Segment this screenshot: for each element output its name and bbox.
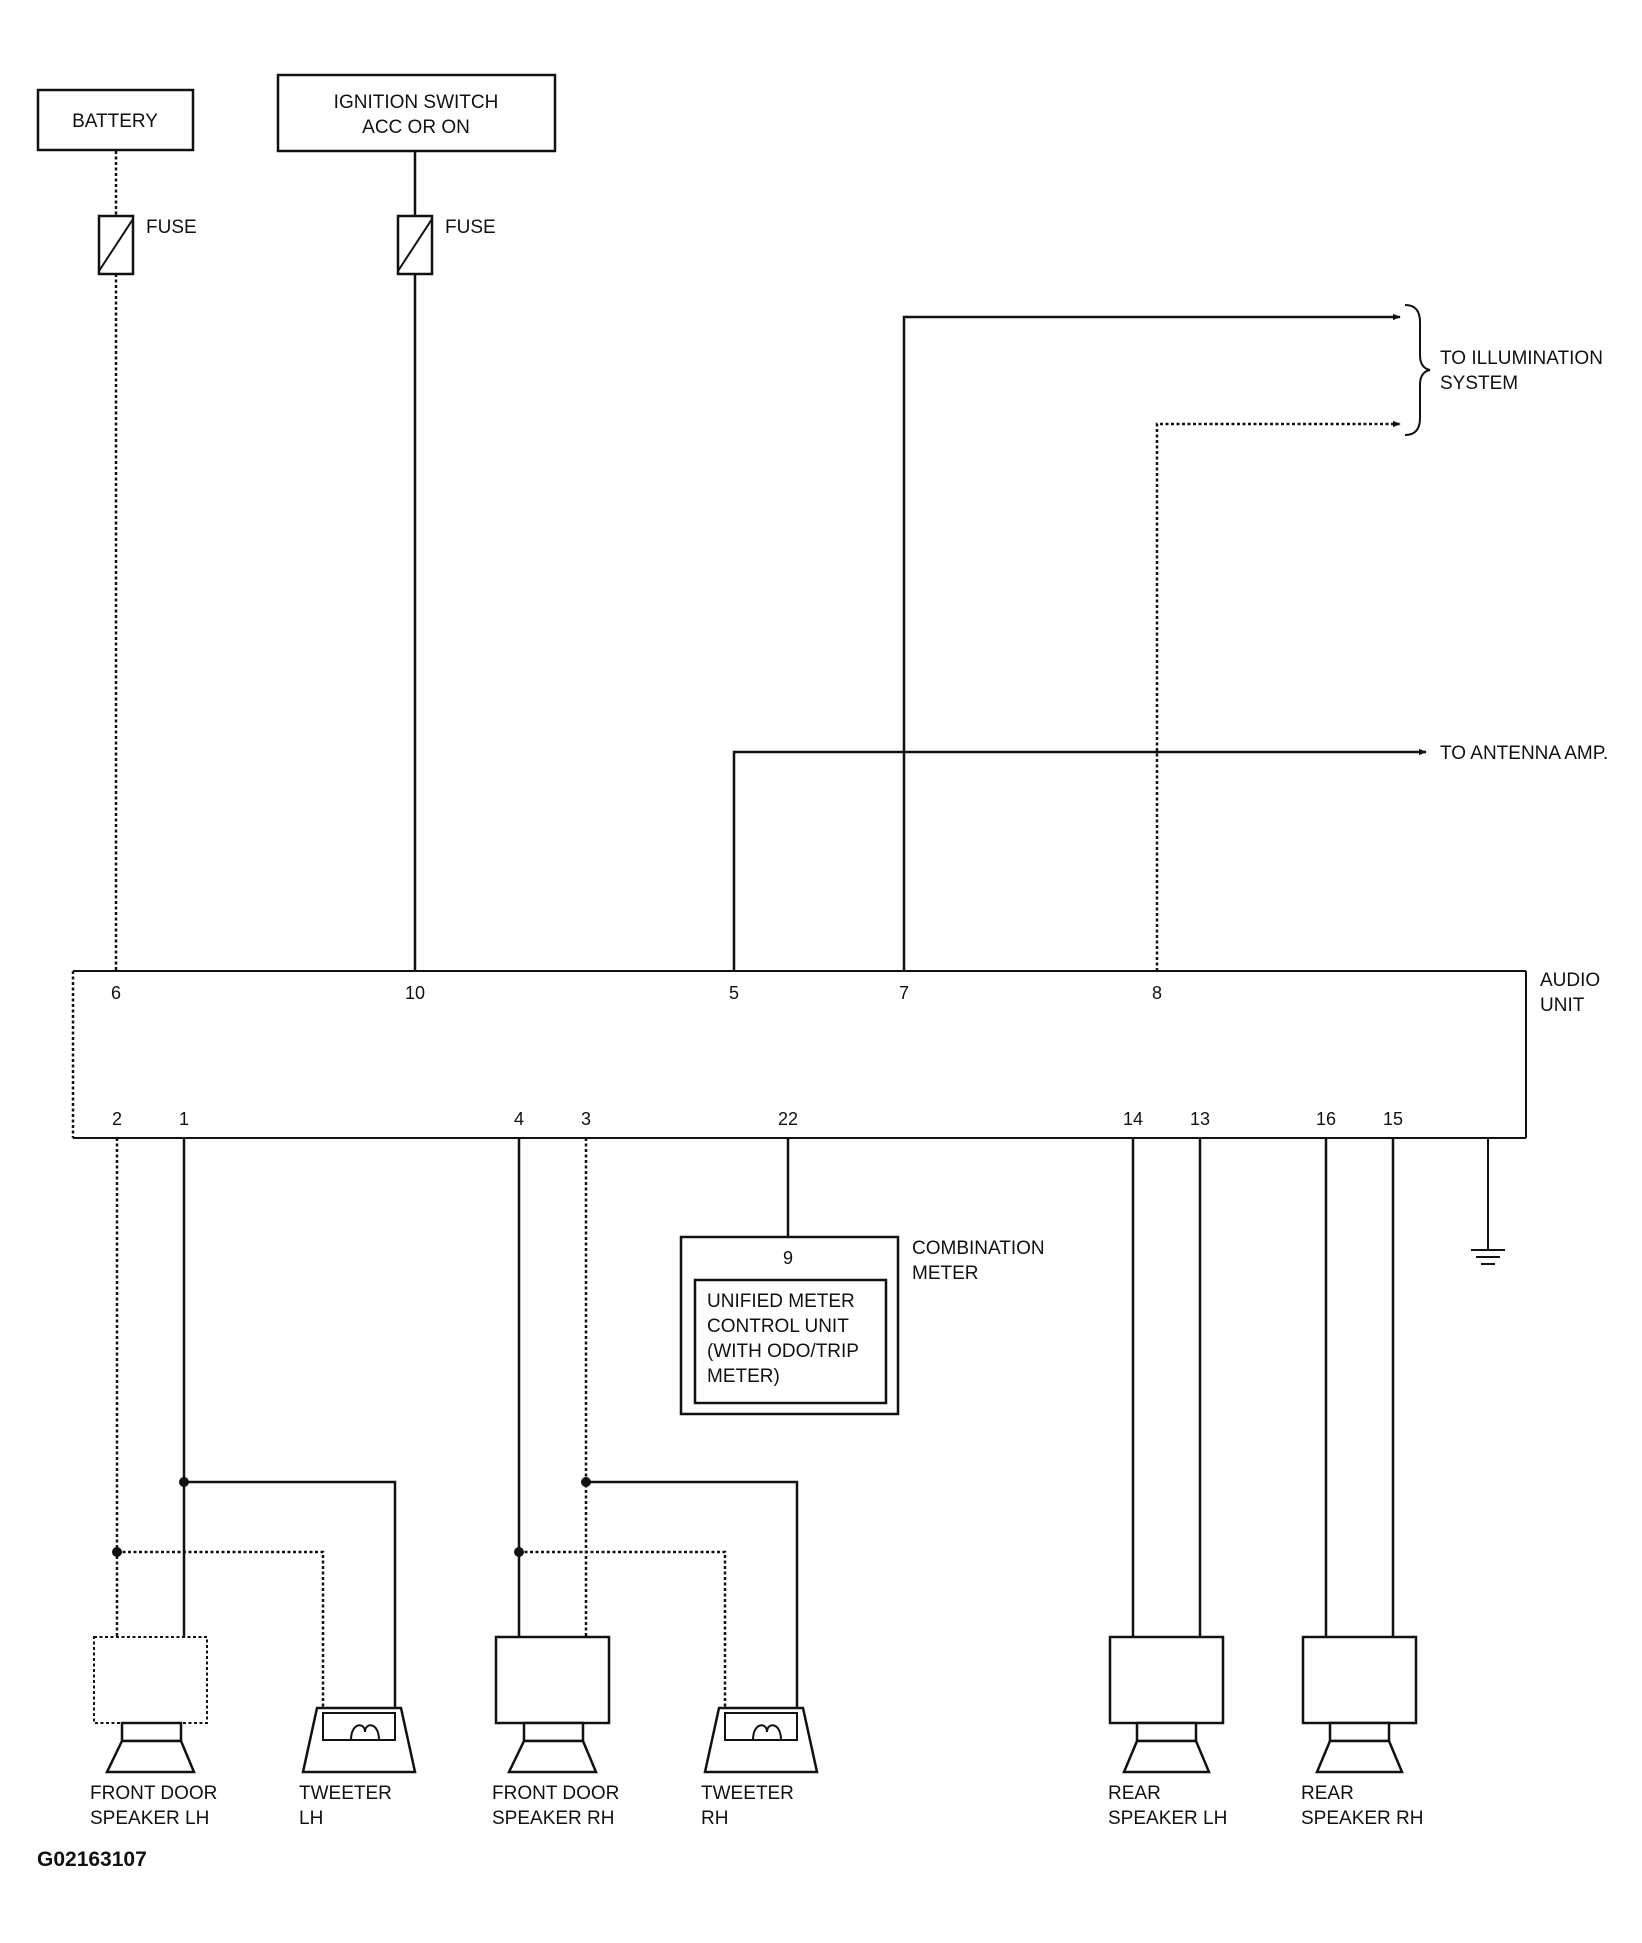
front-door-speaker-lh-label-2: SPEAKER LH	[90, 1808, 209, 1829]
pin-8: 8	[1152, 983, 1162, 1003]
tweeter-rh: TWEETER RH	[701, 1706, 819, 1829]
ground-symbol	[1471, 1138, 1505, 1265]
figure-id: G02163107	[37, 1848, 147, 1871]
tweeter-lh-label-2: LH	[299, 1808, 323, 1829]
rear-speaker-lh-label: REAR	[1108, 1783, 1161, 1804]
tweeter-rh-label: TWEETER	[701, 1783, 794, 1804]
pin-16: 16	[1316, 1109, 1336, 1129]
pin-10: 10	[405, 983, 425, 1003]
ignition-switch-box: IGNITION SWITCH ACC OR ON	[276, 73, 557, 153]
pin-1: 1	[179, 1109, 189, 1129]
pin-6: 6	[111, 983, 121, 1003]
rear-speaker-lh-label-2: SPEAKER LH	[1108, 1808, 1227, 1829]
pin-15: 15	[1383, 1109, 1403, 1129]
unified-meter-line-4: METER)	[707, 1366, 780, 1387]
front-door-speaker-rh-label: FRONT DOOR	[492, 1783, 619, 1804]
pin-2: 2	[112, 1109, 122, 1129]
wire-tweeter-lh-pos	[184, 1480, 397, 1710]
junction-dot	[112, 1547, 122, 1557]
pin-4: 4	[514, 1109, 524, 1129]
rear-speaker-lh: REAR SPEAKER LH	[1108, 1635, 1227, 1829]
unified-meter-line-1: UNIFIED METER	[707, 1291, 855, 1312]
combination-meter-label: COMBINATION	[912, 1238, 1045, 1259]
ignition-fuse: FUSE	[396, 151, 496, 276]
tweeter-rh-label-2: RH	[701, 1808, 728, 1829]
combination-meter: 9 UNIFIED METER CONTROL UNIT (WITH ODO/T…	[679, 1235, 1045, 1416]
tweeter-lh-label: TWEETER	[299, 1783, 392, 1804]
rear-speaker-rh-label: REAR	[1301, 1783, 1354, 1804]
audio-unit-label: AUDIO	[1540, 970, 1600, 991]
unified-meter-line-2: CONTROL UNIT	[707, 1316, 849, 1337]
junction-dot	[514, 1547, 524, 1557]
unified-meter-line-3: (WITH ODO/TRIP	[707, 1341, 859, 1362]
pin-3: 3	[581, 1109, 591, 1129]
front-door-speaker-rh-label-2: SPEAKER RH	[492, 1808, 614, 1829]
rear-speaker-rh-label-2: SPEAKER RH	[1301, 1808, 1423, 1829]
battery-fuse-label: FUSE	[146, 217, 197, 238]
tweeter-lh: TWEETER LH	[299, 1706, 417, 1829]
battery-fuse: FUSE	[97, 151, 197, 276]
pin-5: 5	[729, 983, 739, 1003]
front-door-speaker-lh: FRONT DOOR SPEAKER LH	[90, 1636, 217, 1829]
battery-box: BATTERY	[36, 88, 195, 152]
wire-pin-5-to-antenna	[732, 748, 1427, 971]
ignition-switch-label: IGNITION SWITCH	[334, 92, 499, 113]
meter-pin-9: 9	[783, 1248, 793, 1268]
ignition-fuse-label: FUSE	[445, 217, 496, 238]
front-door-speaker-rh: FRONT DOOR SPEAKER RH	[492, 1635, 619, 1829]
pin-13: 13	[1190, 1109, 1210, 1129]
illumination-system-label: SYSTEM	[1440, 373, 1518, 394]
rear-speaker-rh: REAR SPEAKER RH	[1301, 1635, 1423, 1829]
illumination-brace	[1404, 304, 1431, 436]
wire-tweeter-rh-neg	[519, 1550, 727, 1710]
audio-unit-label-2: UNIT	[1540, 995, 1585, 1016]
pin-7: 7	[899, 983, 909, 1003]
antenna-amp-label: TO ANTENNA AMP.	[1440, 743, 1608, 764]
pin-22: 22	[778, 1109, 798, 1129]
ignition-switch-mode-label: ACC OR ON	[362, 117, 470, 138]
illumination-label: TO ILLUMINATION	[1440, 348, 1603, 369]
battery-label: BATTERY	[72, 111, 158, 132]
audio-unit: AUDIO UNIT 6 10 5 7 8 2 1 4 3 22 14 13 1…	[71, 970, 1600, 1139]
front-door-speaker-lh-label: FRONT DOOR	[90, 1783, 217, 1804]
junction-dot	[581, 1477, 591, 1487]
junction-dot	[179, 1477, 189, 1487]
wire-tweeter-rh-pos	[586, 1480, 799, 1710]
wire-pin-8-to-illumination	[1155, 420, 1401, 971]
wire-pin-7-to-illumination	[902, 313, 1401, 971]
wire-tweeter-lh-neg	[117, 1550, 325, 1710]
combination-meter-label-2: METER	[912, 1263, 979, 1284]
pin-14: 14	[1123, 1109, 1143, 1129]
